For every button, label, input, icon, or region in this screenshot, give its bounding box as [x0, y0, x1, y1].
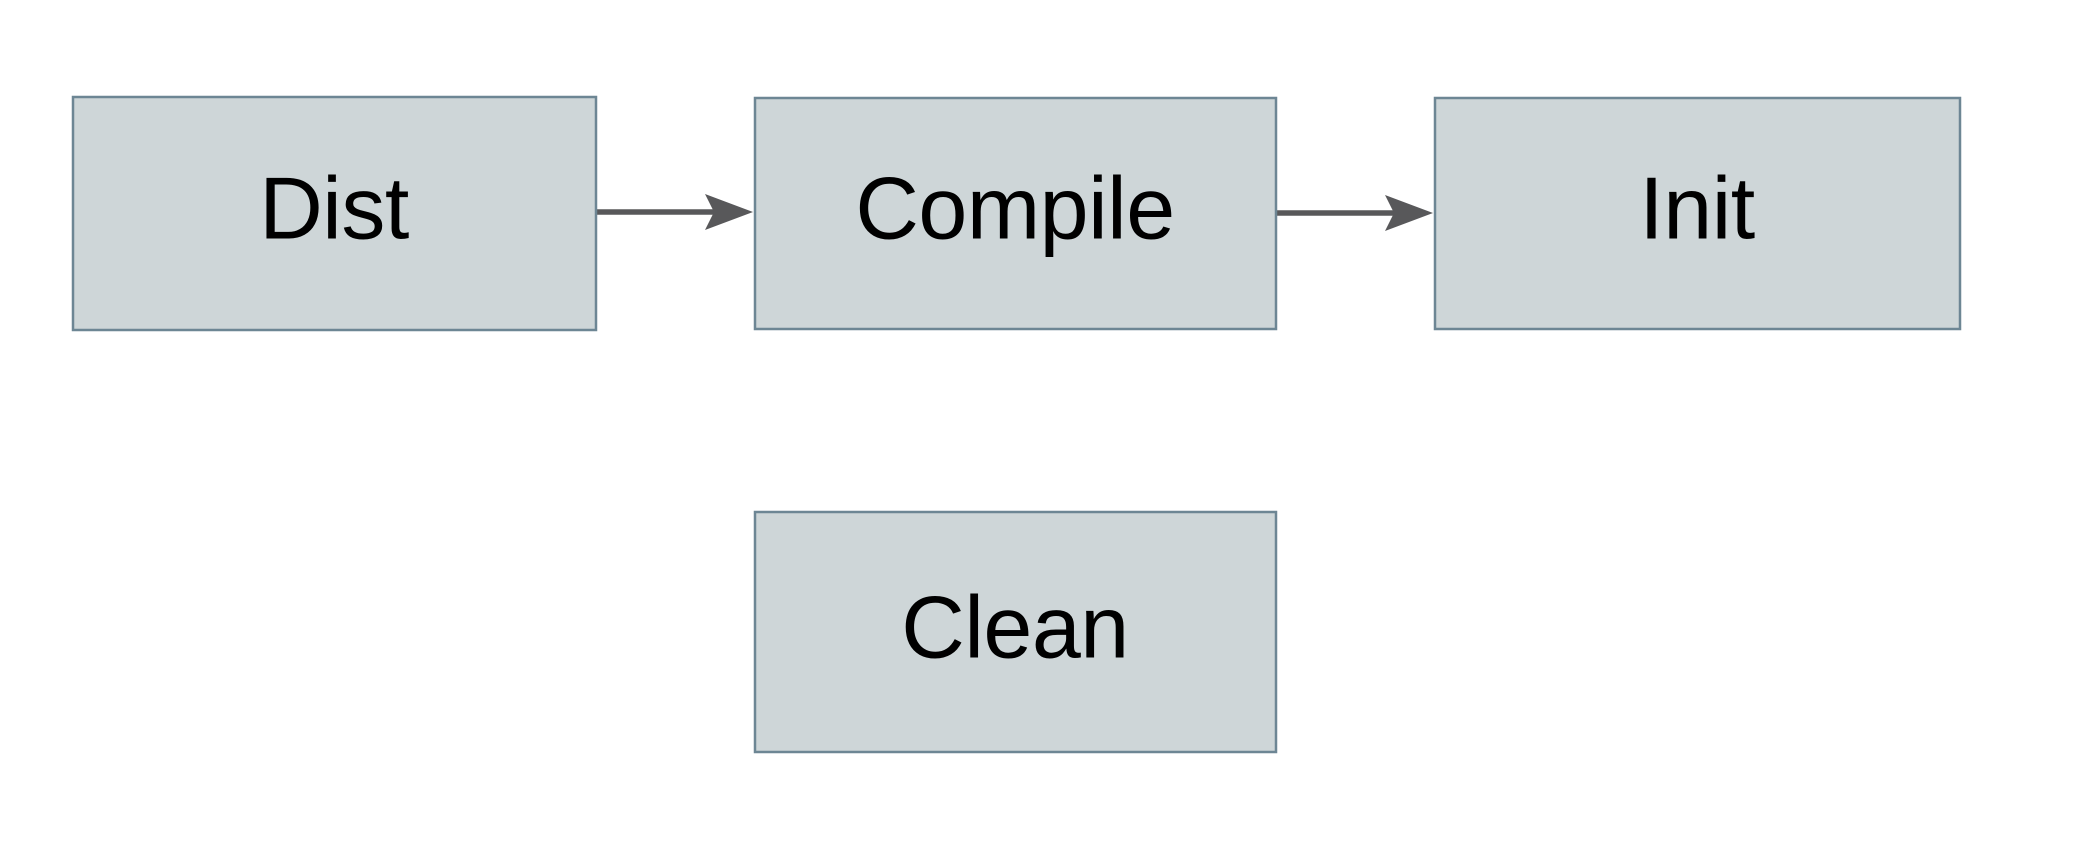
node-compile-box — [753, 96, 1278, 331]
node-dist[interactable]: Dist — [71, 95, 598, 332]
node-init-box — [1433, 96, 1962, 331]
node-clean[interactable]: Clean — [753, 510, 1278, 754]
node-init-label: Init — [1639, 158, 1754, 257]
node-init[interactable]: Init — [1433, 96, 1962, 331]
node-compile[interactable]: Compile — [753, 96, 1278, 331]
node-dist-box — [71, 95, 598, 332]
edge-compile-to-init[interactable] — [1277, 195, 1433, 231]
node-clean-box — [753, 510, 1278, 754]
node-dist-label: Dist — [259, 158, 409, 257]
arrowhead-icon — [1385, 195, 1433, 231]
edge-dist-to-compile[interactable] — [597, 194, 753, 230]
node-clean-label: Clean — [901, 577, 1128, 676]
node-compile-label: Compile — [855, 158, 1174, 257]
arrowhead-icon — [705, 194, 753, 230]
